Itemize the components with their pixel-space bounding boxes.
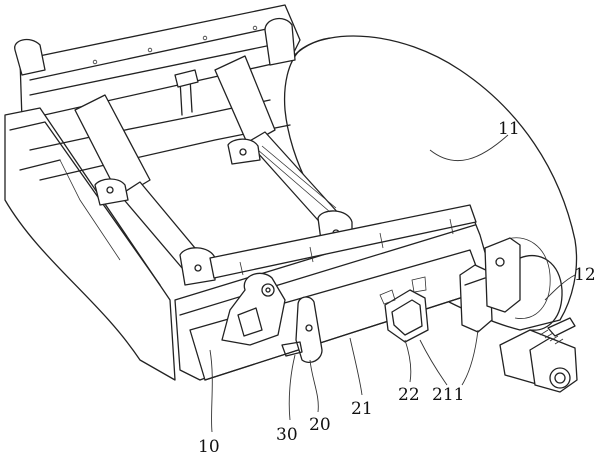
label-20: 20	[309, 415, 331, 435]
label-10: 10	[198, 437, 220, 457]
hinge-arm	[221, 272, 286, 346]
cylinder-left	[74, 94, 216, 286]
label-11: 11	[498, 119, 520, 139]
label-30: 30	[276, 425, 298, 445]
label-21: 21	[351, 399, 373, 419]
label-12: 12	[574, 265, 596, 285]
leader-lines	[209, 134, 576, 433]
bracket-top	[174, 69, 199, 88]
side-bracket	[459, 237, 521, 333]
label-22: 22	[398, 385, 420, 405]
housing-frame	[4, 4, 301, 381]
bolt-30	[281, 341, 303, 357]
cylinder-right	[214, 55, 353, 249]
mount-plate	[281, 296, 323, 364]
label-211: 211	[432, 385, 464, 405]
clamp-plate	[379, 276, 429, 343]
front-rail	[209, 204, 477, 279]
drive-connector	[499, 317, 578, 393]
